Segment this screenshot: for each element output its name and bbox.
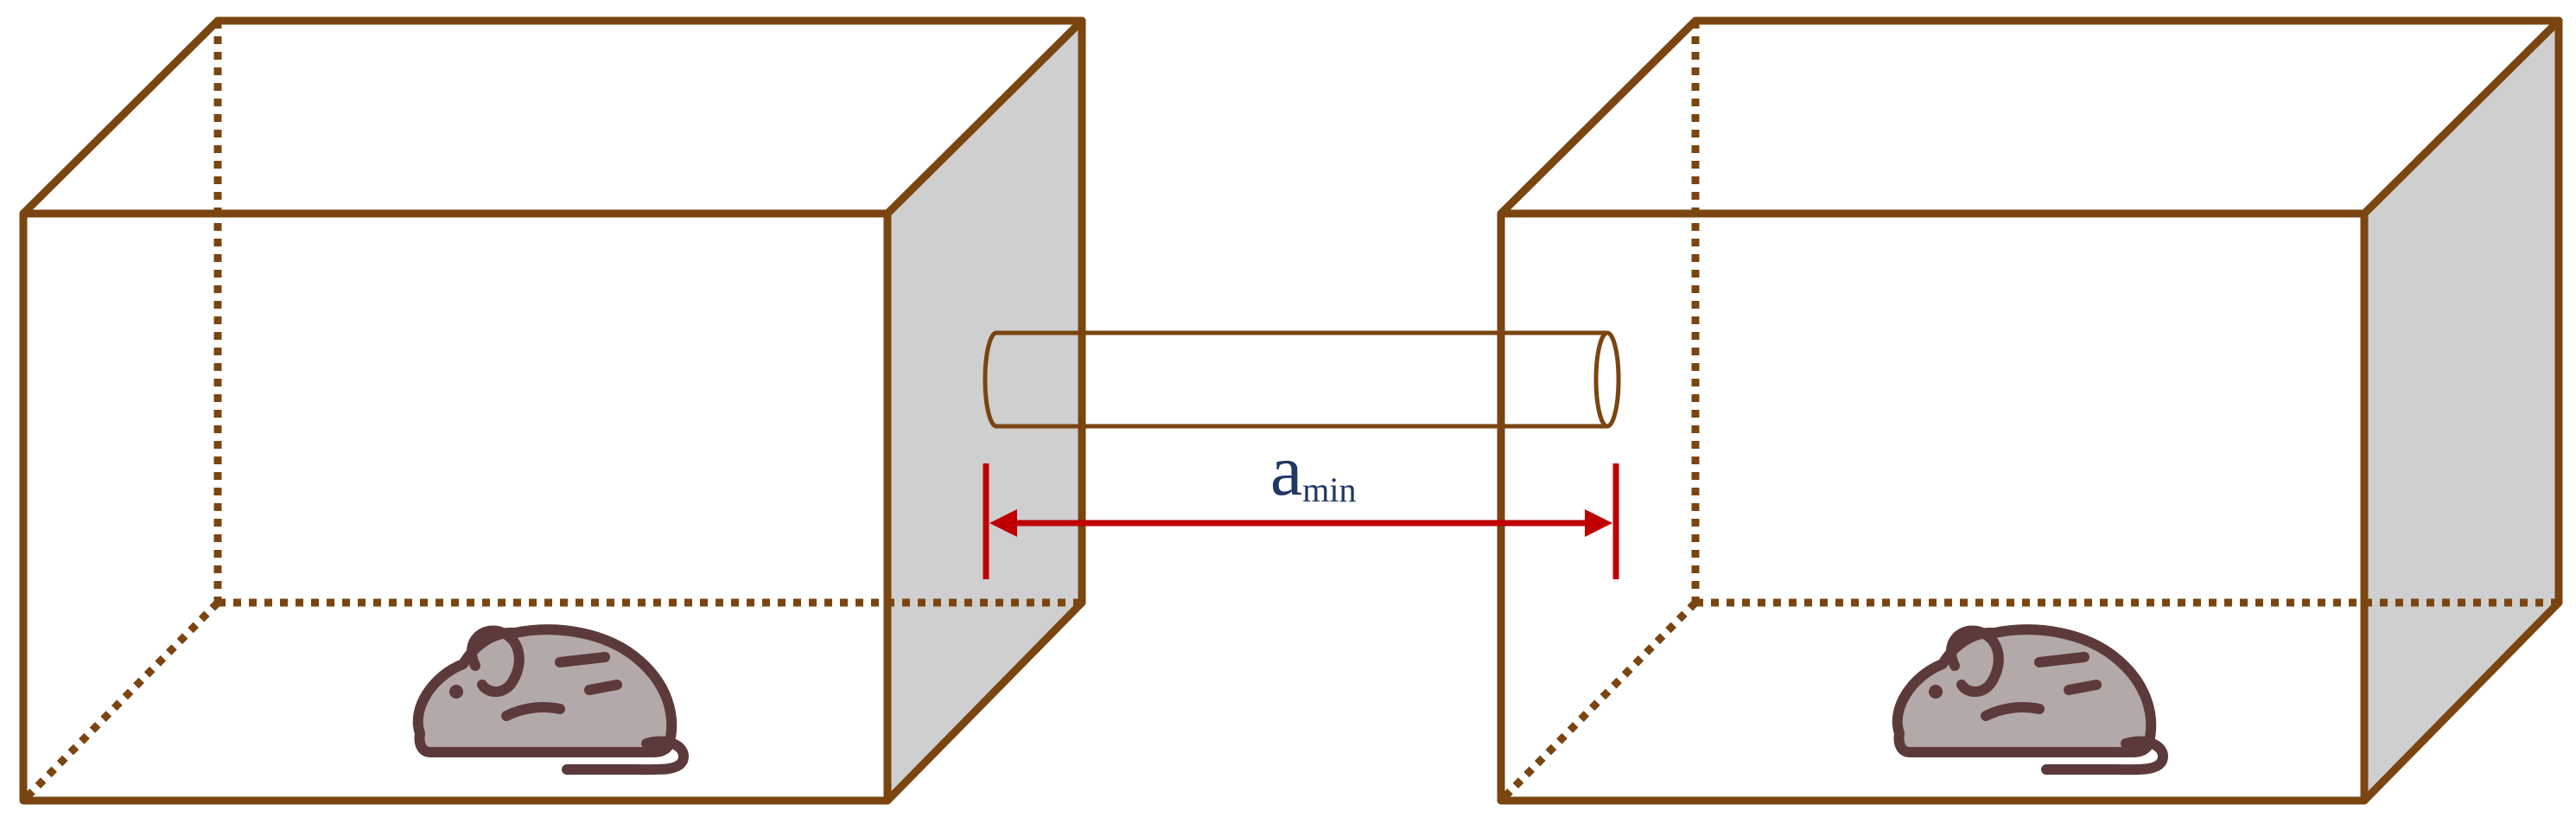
left-chamber-edge [19,16,222,218]
mouse-icon [412,624,689,776]
mouse-fur-stripe [555,652,610,667]
mouse-fur-stripe [1981,702,2045,721]
left-chamber-edge [883,598,1086,805]
right-chamber [1497,16,2563,805]
mouse-tail [562,736,689,776]
right-chamber-edge [1497,16,1700,218]
mouse-eye [449,685,463,699]
right-chamber-edge [2360,16,2563,218]
dimension-label-main: a [1270,431,1302,511]
left-chamber-side-face [887,21,1082,801]
mouse-eye [1929,685,1943,699]
right-chamber-side-face [2364,21,2559,801]
dimension-label-subscript: min [1302,470,1356,509]
dimension-a-min: amin [983,431,1619,579]
left-chamber-hidden-edge [20,599,221,804]
mouse-ear [1945,625,2004,697]
tube-end [1593,330,1621,429]
dimension-arrowhead-right [1585,509,1612,537]
mouse-fur-stripe [2064,680,2102,695]
mouse-fur-stripe [2034,652,2089,667]
mouse-icon [1892,624,2168,776]
dimension-label: amin [1270,431,1357,511]
mouse-ear [466,625,525,697]
left-chamber-front-face [19,209,892,805]
right-chamber-edge [2360,598,2563,805]
tube-body [983,330,1607,429]
right-chamber-front-face [1497,209,2369,805]
dimension-arrowhead-left [989,509,1017,537]
mouse-fur-stripe [501,702,565,721]
right-chamber-hidden-edge [1498,599,1699,804]
left-chamber [19,16,1086,805]
mouse-fur-stripe [584,680,622,695]
left-chamber-edge [883,16,1086,218]
connecting-tube [983,330,1621,429]
mouse-tail [2041,736,2168,776]
